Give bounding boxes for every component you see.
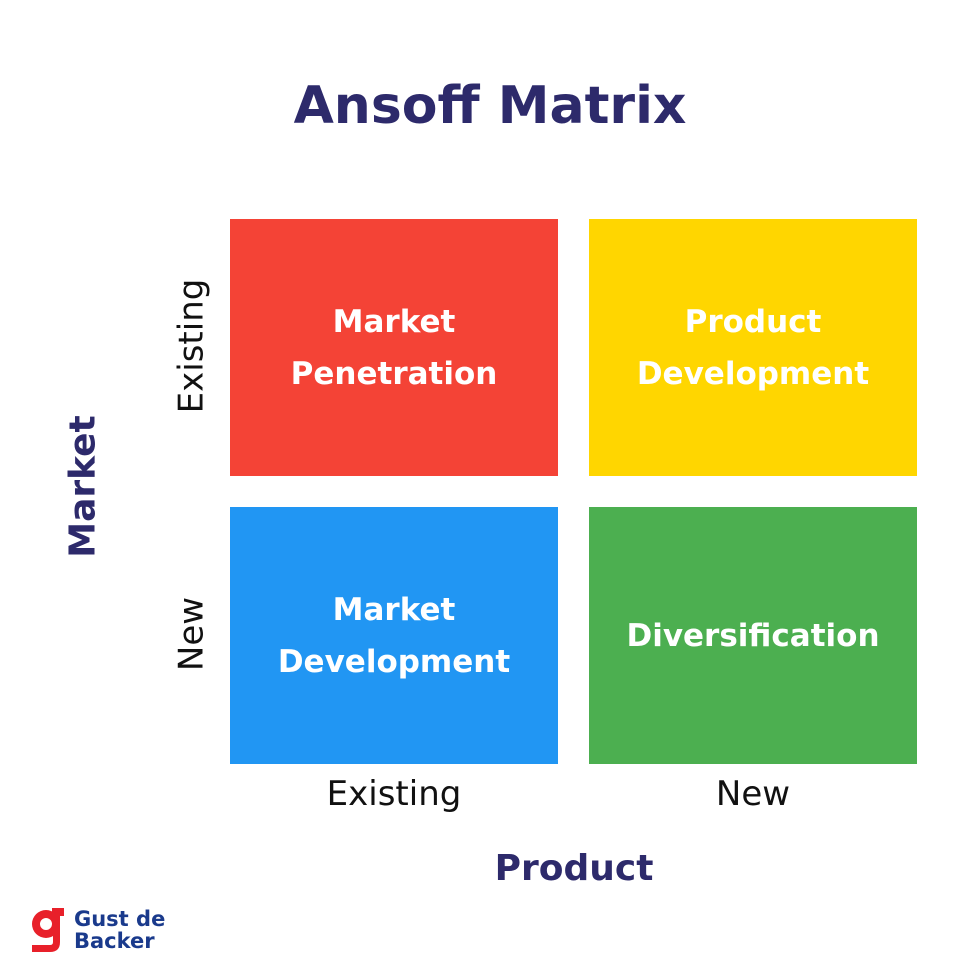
x-label-new: New [715,774,791,814]
quadrant-label: Diversification [626,617,880,654]
x-label-existing: Existing [326,774,462,814]
quadrant-diversification: Diversification [589,507,917,764]
brand-name: Gust de Backer [74,907,166,953]
quadrant-label: Market Penetration [290,303,498,392]
quadrant-label: Product Development [636,303,870,392]
y-axis-title: Market [62,415,104,558]
quadrant-label: Market Development [277,591,511,680]
brand-logo: Gust de Backer [28,904,165,956]
quadrant-market-penetration: Market Penetration [230,219,558,476]
y-label-new: New [171,596,212,672]
x-axis-title: Product [494,848,654,889]
y-label-existing: Existing [171,278,212,414]
quadrant-product-development: Product Development [589,219,917,476]
diagram-title: Ansoff Matrix [293,76,687,136]
g-logo-icon [32,908,64,952]
quadrant-market-development: Market Development [230,507,558,764]
